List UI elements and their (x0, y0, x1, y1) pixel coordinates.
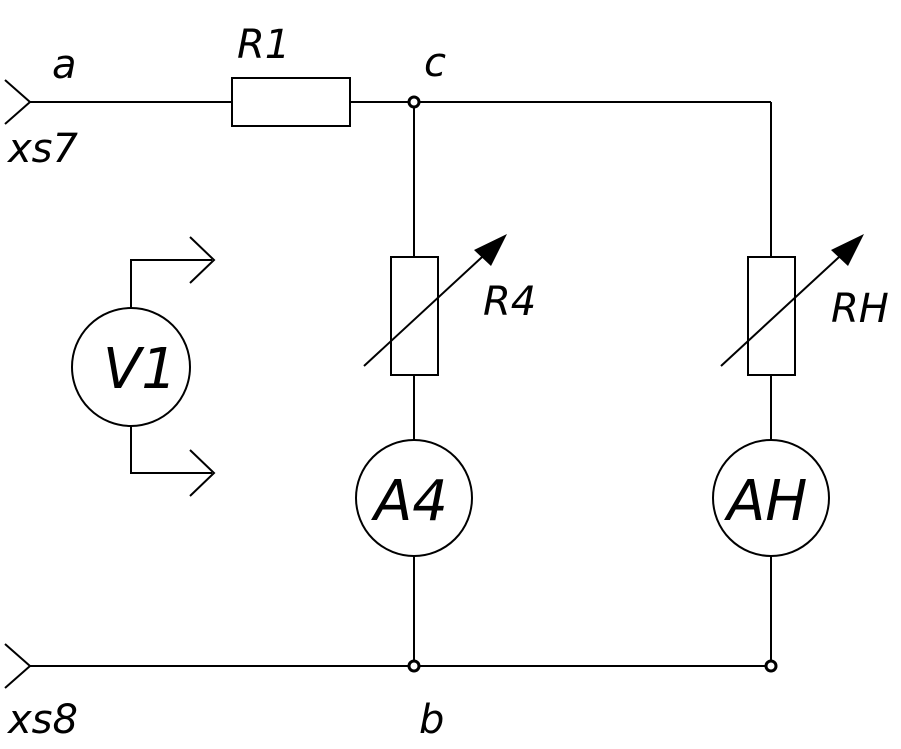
label-ammeter-ah: AH (724, 469, 807, 534)
variable-resistor-rh (747, 256, 796, 376)
r4-arrow-head-icon (474, 234, 507, 266)
label-node-c: c (424, 40, 446, 86)
r4-adjust-arrow (363, 245, 495, 367)
voltmeter-upper-lead (130, 259, 212, 308)
label-node-b: b (419, 697, 444, 743)
junction-right-dot (764, 659, 778, 673)
junction-b-dot (407, 659, 421, 673)
resistor-r1 (231, 77, 351, 127)
label-voltmeter-v1: V1 (103, 337, 177, 402)
voltmeter-upper-arrow-icon (189, 236, 216, 284)
label-ammeter-a4: A4 (371, 469, 448, 534)
connector-xs8-symbol (4, 643, 32, 689)
label-node-a: a (52, 42, 77, 88)
voltmeter-lower-lead (130, 426, 212, 474)
label-resistor-r4: R4 (483, 279, 536, 325)
rh-arrow-head-icon (831, 234, 864, 266)
junction-c-dot (407, 95, 421, 109)
variable-resistor-r4 (390, 256, 439, 376)
connector-xs7-symbol (4, 79, 32, 125)
label-connector-xs7: xs7 (6, 126, 79, 172)
label-resistor-rh: RH (831, 286, 889, 332)
rh-adjust-arrow (720, 245, 852, 367)
label-resistor-r1: R1 (237, 22, 290, 68)
voltmeter-lower-arrow-icon (189, 449, 216, 497)
label-connector-xs8: xs8 (6, 697, 78, 743)
